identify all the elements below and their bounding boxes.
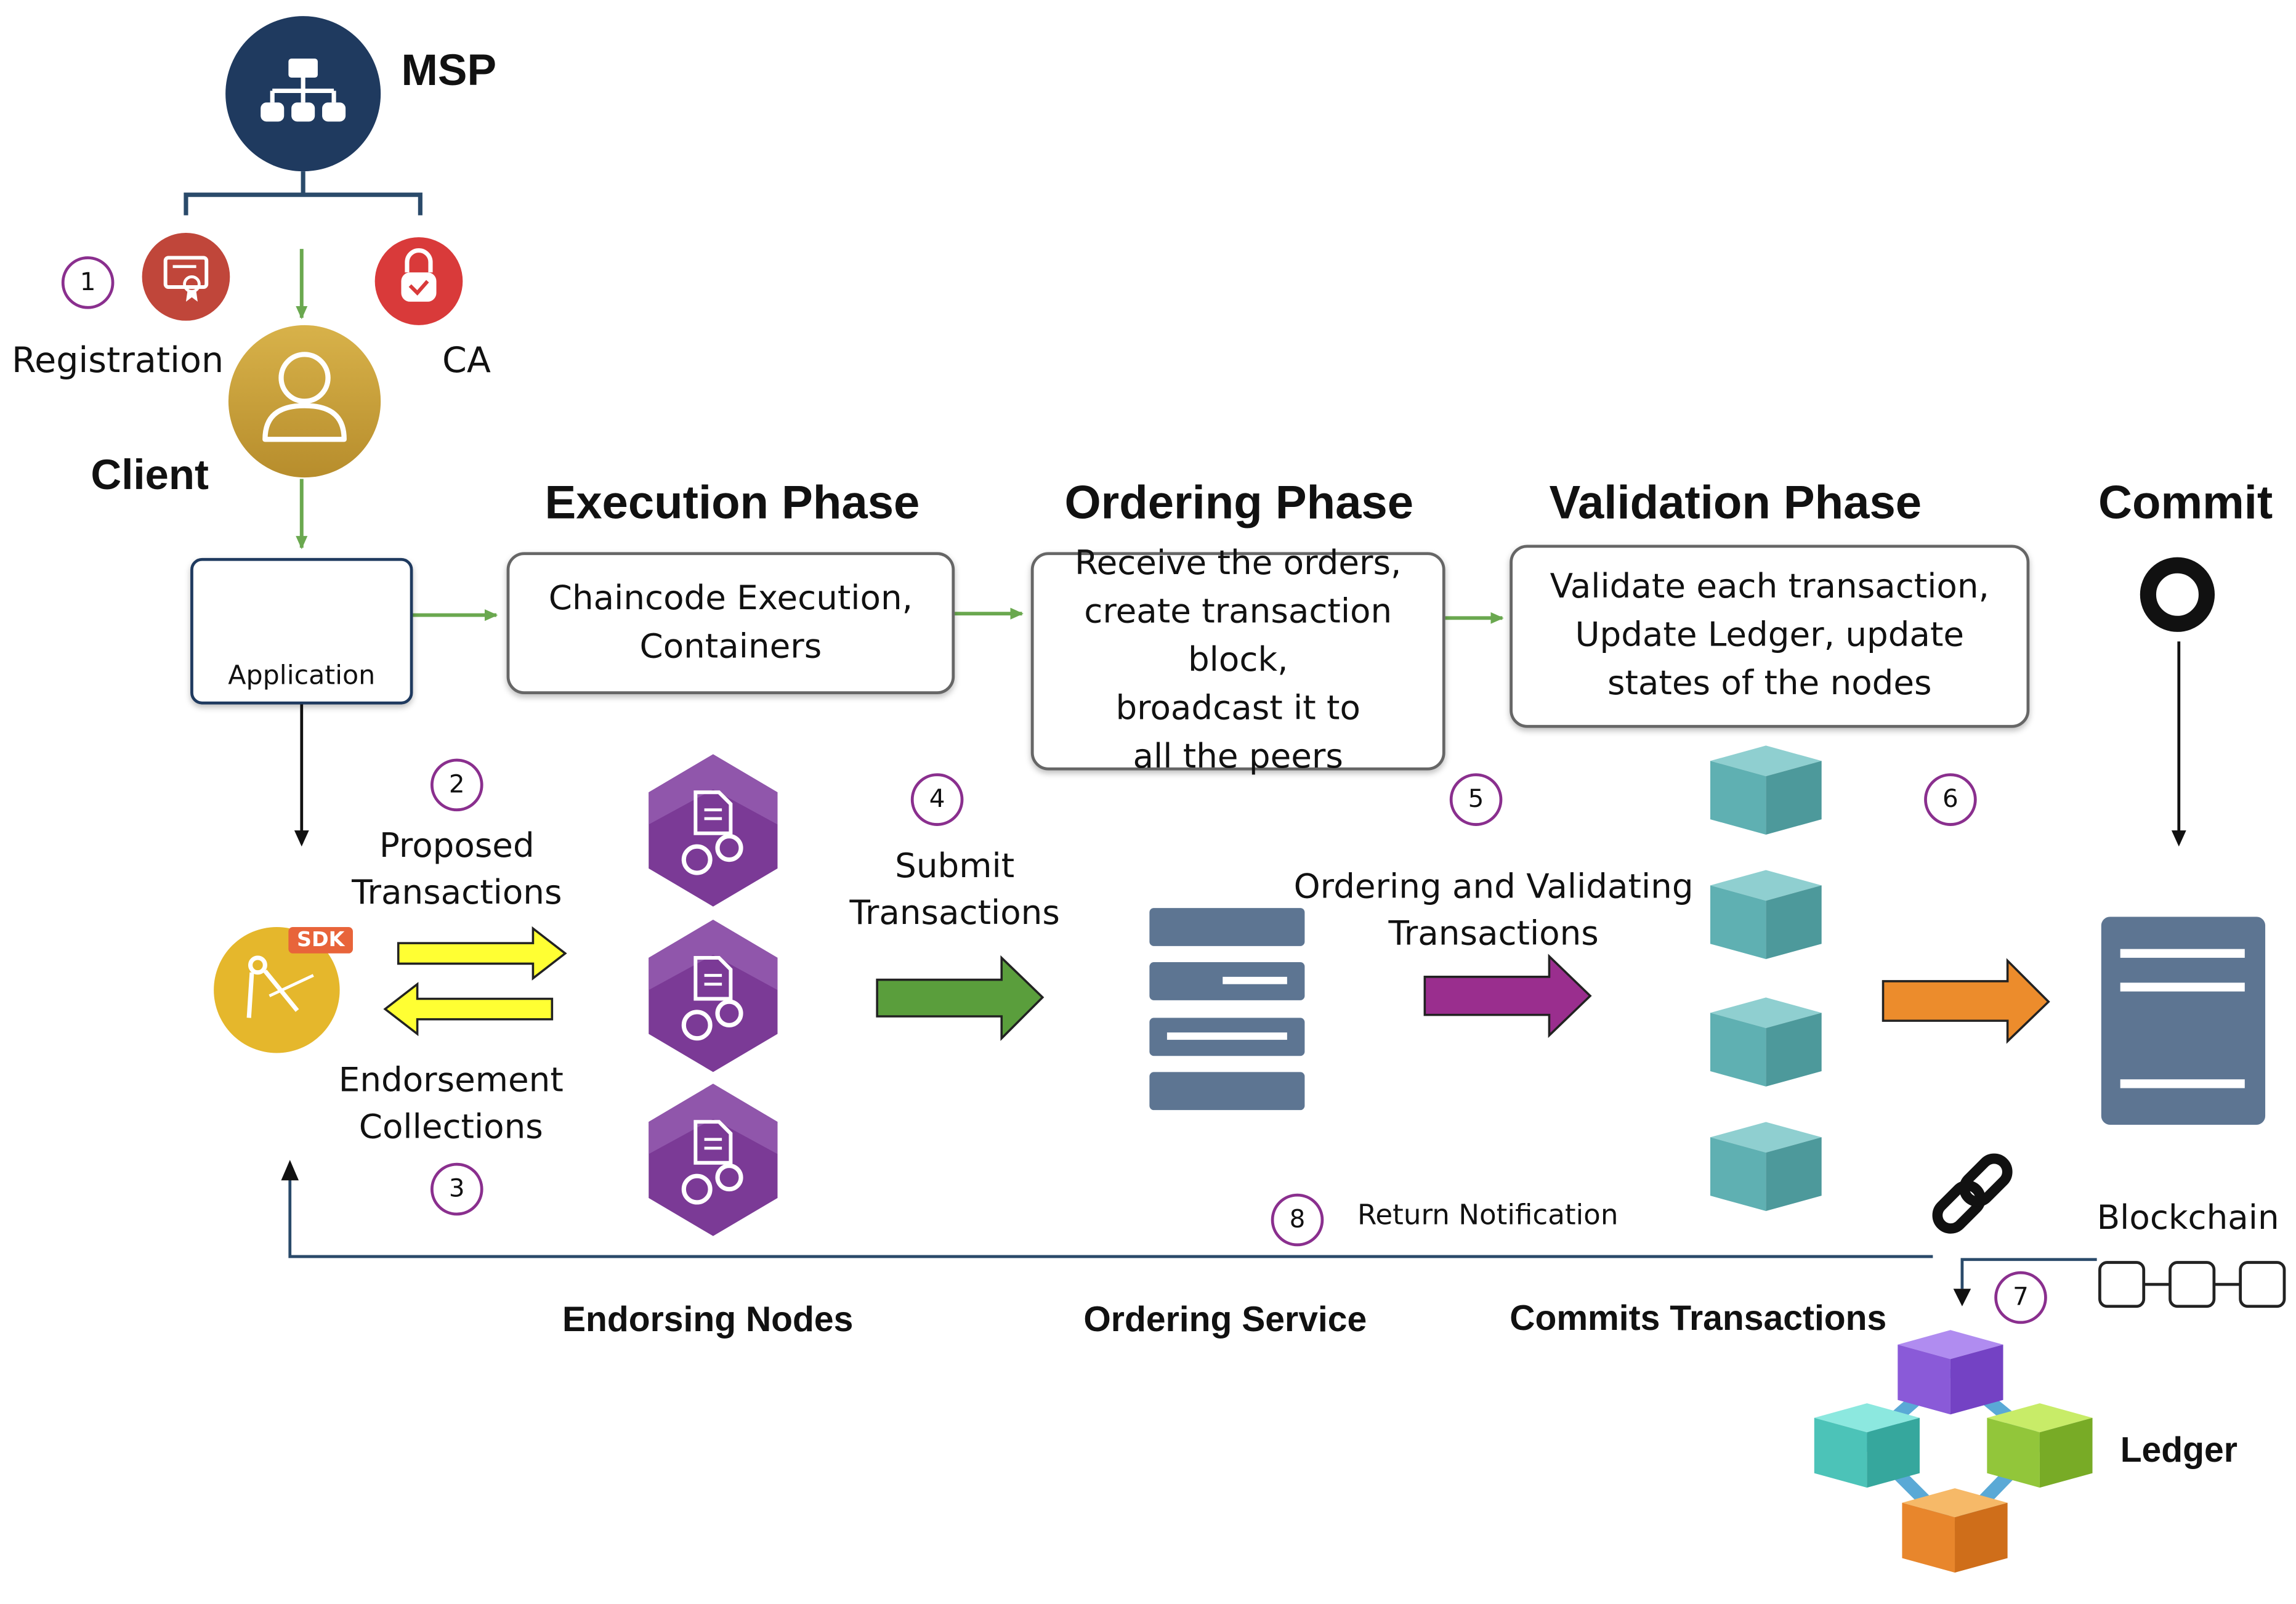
- step-1-badge: 1: [61, 256, 115, 309]
- return-line: [288, 1165, 1933, 1258]
- commit-arrow: [1882, 958, 2050, 1044]
- commit-to-ledger-line: [1960, 1258, 2097, 1289]
- ordering-arrow: [1423, 954, 1592, 1039]
- endorser-node-icon: [649, 920, 778, 1072]
- endorsement-arrow: [383, 982, 554, 1037]
- ledger-icon: [1814, 1330, 2093, 1573]
- registration-label: Registration: [12, 339, 224, 381]
- execution-phase-box: Chaincode Execution, Containers: [506, 552, 955, 694]
- blockchain-icon: [2098, 1261, 2286, 1308]
- submit-transactions-label: Submit Transactions: [849, 848, 1060, 933]
- validation-block-icon: [1710, 870, 1822, 960]
- ledger-label: Ledger: [2120, 1430, 2237, 1471]
- step-2-badge: 2: [430, 758, 483, 812]
- step-7-badge: 7: [1994, 1271, 2047, 1324]
- ledger-block-orange: [1902, 1488, 2008, 1573]
- sdk-badge-label: SDK: [296, 928, 345, 952]
- validation-block-icon: [1710, 997, 1822, 1087]
- ordering-validating-label: Ordering and Validating Transactions: [1293, 868, 1694, 954]
- validation-phase-title: Validation Phase: [1549, 476, 1922, 529]
- endorsement-collections-label: Endorsement Collections: [338, 1061, 564, 1147]
- endorsing-nodes-label: Endorsing Nodes: [562, 1300, 854, 1340]
- client-label: Client: [91, 452, 209, 500]
- blockchain-label: Blockchain: [2096, 1199, 2279, 1238]
- endorser-node-icon: [649, 1084, 778, 1236]
- ca-label: CA: [442, 339, 491, 381]
- endorser-node-icon: [649, 754, 778, 907]
- ledger-block-purple: [1898, 1330, 2003, 1415]
- proposed-transactions-label: Proposed Transactions: [352, 827, 562, 913]
- lock-icon: [374, 237, 463, 325]
- step-5-badge: 5: [1449, 773, 1503, 826]
- step-3-badge: 3: [430, 1162, 483, 1216]
- ordering-server-icon: [1149, 908, 1305, 1111]
- sdk-badge: [288, 926, 353, 954]
- ledger-block-teal: [1814, 1403, 1920, 1488]
- user-icon: [228, 325, 381, 478]
- validation-block-icon: [1710, 745, 1822, 835]
- validation-block-icon: [1710, 1122, 1822, 1211]
- ordering-phase-box: Receive the orders, create transaction b…: [1030, 545, 1445, 776]
- submit-arrow: [876, 955, 1045, 1041]
- msp-bracket: [184, 192, 422, 216]
- sdk-compass-icon: [214, 926, 353, 1053]
- step-6-badge: 6: [1924, 773, 1977, 826]
- proposal-arrow: [397, 926, 567, 981]
- commit-title: Commit: [2098, 476, 2273, 529]
- msp-icon: [225, 16, 381, 172]
- validation-phase-box: Validate each transaction, Update Ledger…: [1510, 545, 2030, 728]
- application-box[interactable]: Application: [190, 557, 413, 705]
- commits-transactions-label: Commits Transactions: [1510, 1298, 1887, 1339]
- msp-label: MSP: [401, 47, 497, 95]
- certificate-icon: [142, 233, 230, 321]
- ledger-block-green: [1987, 1403, 2093, 1488]
- commit-server-icon: [2101, 917, 2266, 1125]
- ordering-phase-title: Ordering Phase: [1064, 476, 1414, 529]
- step-8-badge: 8: [1271, 1193, 1324, 1247]
- chain-link-icon: [1932, 1153, 2013, 1234]
- execution-phase-title: Execution Phase: [544, 476, 920, 529]
- step-4-badge: 4: [910, 773, 964, 826]
- return-notification-label: Return Notification: [1357, 1199, 1619, 1232]
- return-arrowhead: [281, 1160, 299, 1181]
- ordering-service-label: Ordering Service: [1083, 1300, 1367, 1340]
- application-label: Application: [228, 660, 376, 692]
- commit-to-ledger-arrowhead: [1953, 1289, 1971, 1306]
- commit-ring-icon: [2140, 557, 2215, 632]
